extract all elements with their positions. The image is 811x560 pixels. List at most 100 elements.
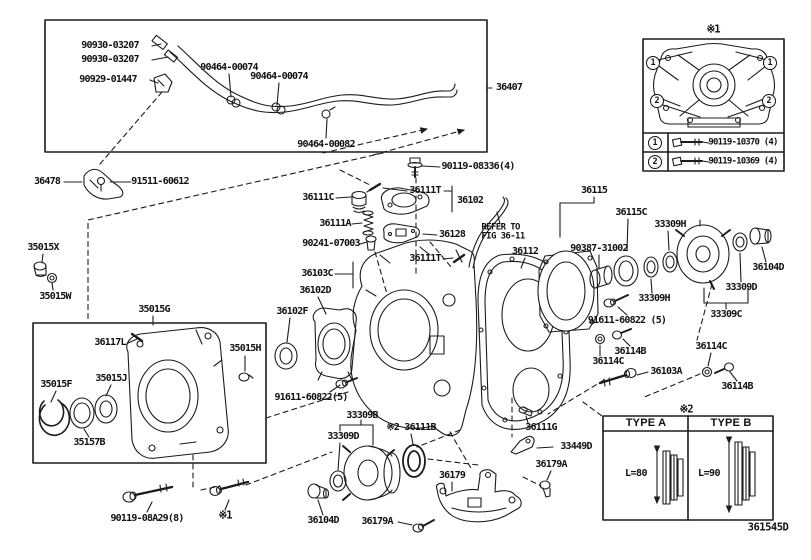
cap-36111C <box>351 190 367 214</box>
part-label-p90241: 90241-07003 <box>302 237 360 249</box>
bolt-36179A-right <box>539 480 551 498</box>
inset2-seal-typeA <box>653 445 684 505</box>
main-case-drawing <box>350 239 478 437</box>
part-label-p36114C_l: 36114C <box>592 355 624 367</box>
spring-36111A <box>362 210 374 236</box>
part-label-p90930a: 90930-03207 <box>81 39 139 51</box>
ring-33309H-inner <box>643 256 659 278</box>
part-label-typeA: TYPE A <box>625 417 667 430</box>
bolt-90119-08A29 <box>122 483 174 503</box>
part-label-p91611b: 91611-60822 (5) <box>587 314 667 326</box>
part-label-p36115: 36115 <box>580 184 608 196</box>
part-label-p33309D_r: 33309D <box>725 281 757 293</box>
part-label-p91611a: 91611-60822(5) <box>274 391 348 403</box>
callout-circle-c2a: 2 <box>650 94 664 108</box>
ring-33309D-bottom <box>329 470 347 492</box>
part-label-p36114C_r: 36114C <box>695 340 727 352</box>
part-label-p33309B: 33309B <box>346 409 378 421</box>
part-label-p35015W: 35015W <box>39 290 71 302</box>
bolt-36114B-lower <box>714 362 735 374</box>
bushing-90387-drawing <box>589 265 613 289</box>
part-label-p90464a: 90464-00074 <box>200 61 258 73</box>
part-label-p36111B: ※2 36111B <box>386 421 436 433</box>
bolt-36103A <box>598 367 637 387</box>
part-label-p33449D: 33449D <box>560 440 592 452</box>
breather-tube-box <box>44 19 488 153</box>
snap-ring-35015F <box>38 399 71 436</box>
pin-36111G <box>518 406 533 417</box>
part-label-tbl_row2: 90119-10369 (4) <box>708 156 778 167</box>
part-label-p90929: 90929-01447 <box>79 73 137 85</box>
stud-36111T-upper <box>366 182 382 193</box>
inset1-box <box>642 38 785 172</box>
bearing-36115C-drawing <box>613 255 639 287</box>
gasket-36128 <box>383 223 420 244</box>
part-label-typeB: TYPE B <box>710 417 752 430</box>
part-label-p36478: 36478 <box>33 175 61 187</box>
ring-35157B <box>69 397 95 429</box>
part-label-p90930b: 90930-03207 <box>81 53 139 65</box>
bolt-91611-right <box>603 294 629 308</box>
inset1-bolt-row2 <box>671 156 710 167</box>
part-label-p36117L: 36117L <box>94 336 126 348</box>
callout-circle-t1: 1 <box>648 136 662 150</box>
washer-36114C-left <box>594 333 606 345</box>
plug-35015X <box>33 261 47 278</box>
dashed-lines <box>87 91 713 492</box>
inset1-housing-drawing <box>652 42 776 128</box>
part-label-l90: L=90 <box>697 467 721 479</box>
ring-33309H-outer <box>662 251 678 273</box>
part-label-p36111A: 36111A <box>319 217 351 229</box>
tube-clip-a <box>226 95 241 108</box>
sub-case-drawing <box>38 327 254 459</box>
part-label-p35015J: 35015J <box>95 372 127 384</box>
callout-circle-c1a: 1 <box>646 56 660 70</box>
part-label-p36104D_r: 36104D <box>752 261 784 273</box>
part-label-p35015F: 35015F <box>40 378 72 390</box>
part-label-p36179A_b: 36179A <box>361 515 393 527</box>
part-label-p36128: 36128 <box>438 228 466 240</box>
callout-circle-t2: 2 <box>648 155 662 169</box>
bracket-screw <box>96 176 106 186</box>
adapter-36102D-drawing <box>312 307 357 381</box>
plug-36104D-bottom <box>307 483 330 499</box>
inset1-bolt-row1 <box>671 137 710 148</box>
tube-clip-b <box>271 102 286 115</box>
hub-33309B-drawing <box>342 445 401 501</box>
seal-36111B-drawing <box>402 444 426 478</box>
tube-clamp <box>321 106 336 119</box>
part-label-p90464b: 90464-00074 <box>250 70 308 82</box>
part-label-p90387: 90387-31002 <box>570 242 628 254</box>
part-label-p36102: 36102 <box>456 194 484 206</box>
part-label-p36111G: 36111G <box>525 421 557 433</box>
inset2-seal-typeB <box>725 436 756 514</box>
bolt-36114B-upper <box>611 328 632 340</box>
part-label-p36179: 36179 <box>438 469 466 481</box>
case-sub-box <box>32 322 267 464</box>
part-label-p36103C: 36103C <box>301 267 333 279</box>
plug-35015H <box>238 372 254 382</box>
lever-33449D <box>510 435 535 455</box>
washer-36114C-right <box>701 366 713 378</box>
part-label-p35015X: 35015X <box>27 241 59 253</box>
part-label-p36103A: 36103A <box>650 365 682 377</box>
part-label-p33309C: 33309C <box>710 308 742 320</box>
bolt-90119-08336 <box>407 157 423 178</box>
part-label-p90119_08336: 90119-08336(4) <box>441 160 515 172</box>
part-label-p36114B_l: 36114B <box>721 380 753 392</box>
part-label-refer_fig: REFER TO FIG 36-11 <box>481 222 525 242</box>
part-label-p36111T_l: 36111T <box>409 252 441 264</box>
tube-fitting-b <box>163 49 179 63</box>
part-label-p91511: 91511-60612 <box>131 175 189 187</box>
bracket-36179-drawing <box>435 469 522 523</box>
stud-36111T-lower <box>452 253 466 264</box>
inset2-type-box <box>602 415 774 521</box>
callout-circle-c1b: 1 <box>763 56 777 70</box>
bolt-91611-left <box>335 377 358 389</box>
part-label-note1_box: ※1 <box>706 23 720 36</box>
leader-lines <box>41 43 767 526</box>
bolt-note1 <box>209 478 250 497</box>
tube-union <box>153 73 173 93</box>
seal-35015J <box>94 394 118 424</box>
